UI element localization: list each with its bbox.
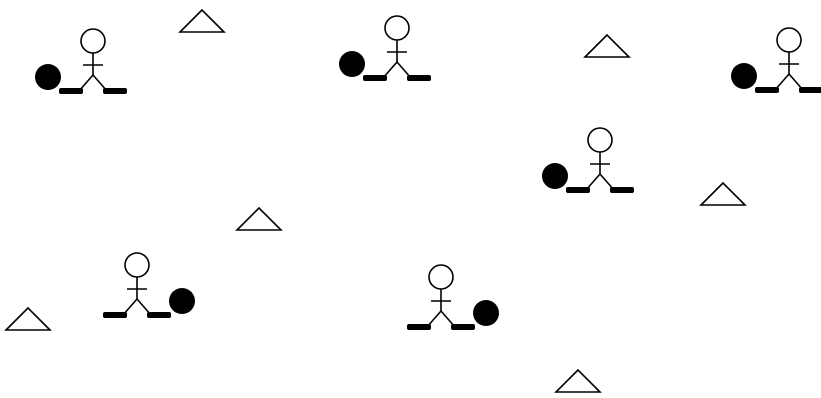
stick-figure-icon (123, 253, 151, 315)
right-foot (799, 87, 821, 93)
left-foot (59, 88, 83, 94)
player-4 (542, 128, 634, 193)
ball-icon (473, 300, 499, 326)
player-1 (35, 29, 127, 94)
triangle-cone-icon (556, 370, 600, 392)
player-6 (407, 265, 499, 330)
ball-icon (542, 163, 568, 189)
triangle-cone-icon (180, 10, 224, 32)
left-foot (363, 75, 387, 81)
triangle-cone-icon (237, 208, 281, 230)
ball-icon (169, 288, 195, 314)
player-2 (339, 16, 431, 81)
left-foot (407, 324, 431, 330)
player-5 (103, 253, 195, 318)
triangle-cone-icon (701, 183, 745, 205)
right-foot (103, 88, 127, 94)
stick-figure-icon (775, 28, 803, 90)
stick-figure-icon (586, 128, 614, 190)
right-foot (451, 324, 475, 330)
ball-icon (339, 51, 365, 77)
right-foot (147, 312, 171, 318)
stick-figure-icon (79, 29, 107, 91)
ball-icon (35, 64, 61, 90)
triangle-cone-icon (585, 35, 629, 57)
right-foot (407, 75, 431, 81)
triangle-cone-icon (6, 308, 50, 330)
stick-figure-icon (427, 265, 455, 327)
right-foot (610, 187, 634, 193)
ball-icon (731, 63, 757, 89)
player-3 (731, 28, 821, 93)
stick-figure-icon (383, 16, 411, 78)
left-foot (103, 312, 127, 318)
left-foot (755, 87, 779, 93)
left-foot (566, 187, 590, 193)
